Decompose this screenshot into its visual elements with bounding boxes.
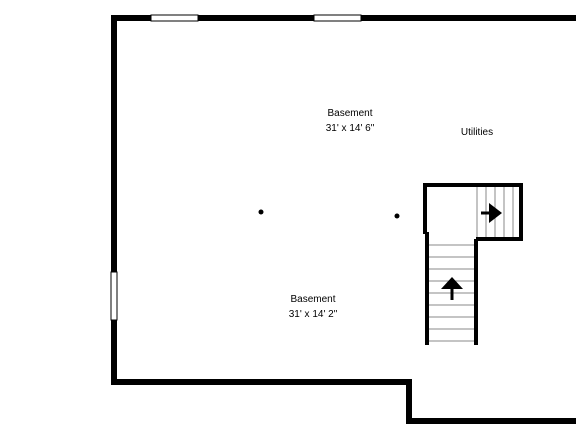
stair-arrow-right-icon [489,203,502,223]
room-name-utilities: Utilities [461,127,493,138]
stair-arrow-up-icon [441,277,463,289]
exterior-walls [111,15,576,424]
window-top-right [313,14,362,22]
support-post [394,213,400,219]
support-post [258,209,264,215]
room-dimensions-basement-lower: 31' x 14' 2" [289,309,338,320]
stair-wall-upper [423,183,523,241]
support-posts [258,209,400,219]
room-dimensions-basement-upper: 31' x 14' 6" [326,123,375,134]
windows [110,14,362,321]
exterior-wall-outline [111,15,576,424]
stair-arrow-up [441,277,463,300]
window-left [110,271,118,321]
stair-enclosure [423,183,523,345]
stair-arrow-right [481,203,502,223]
window-top-left [150,14,199,22]
room-name-basement-upper: Basement [327,108,372,119]
room-name-basement-lower: Basement [290,294,335,305]
stair-treads-lower [429,244,474,342]
